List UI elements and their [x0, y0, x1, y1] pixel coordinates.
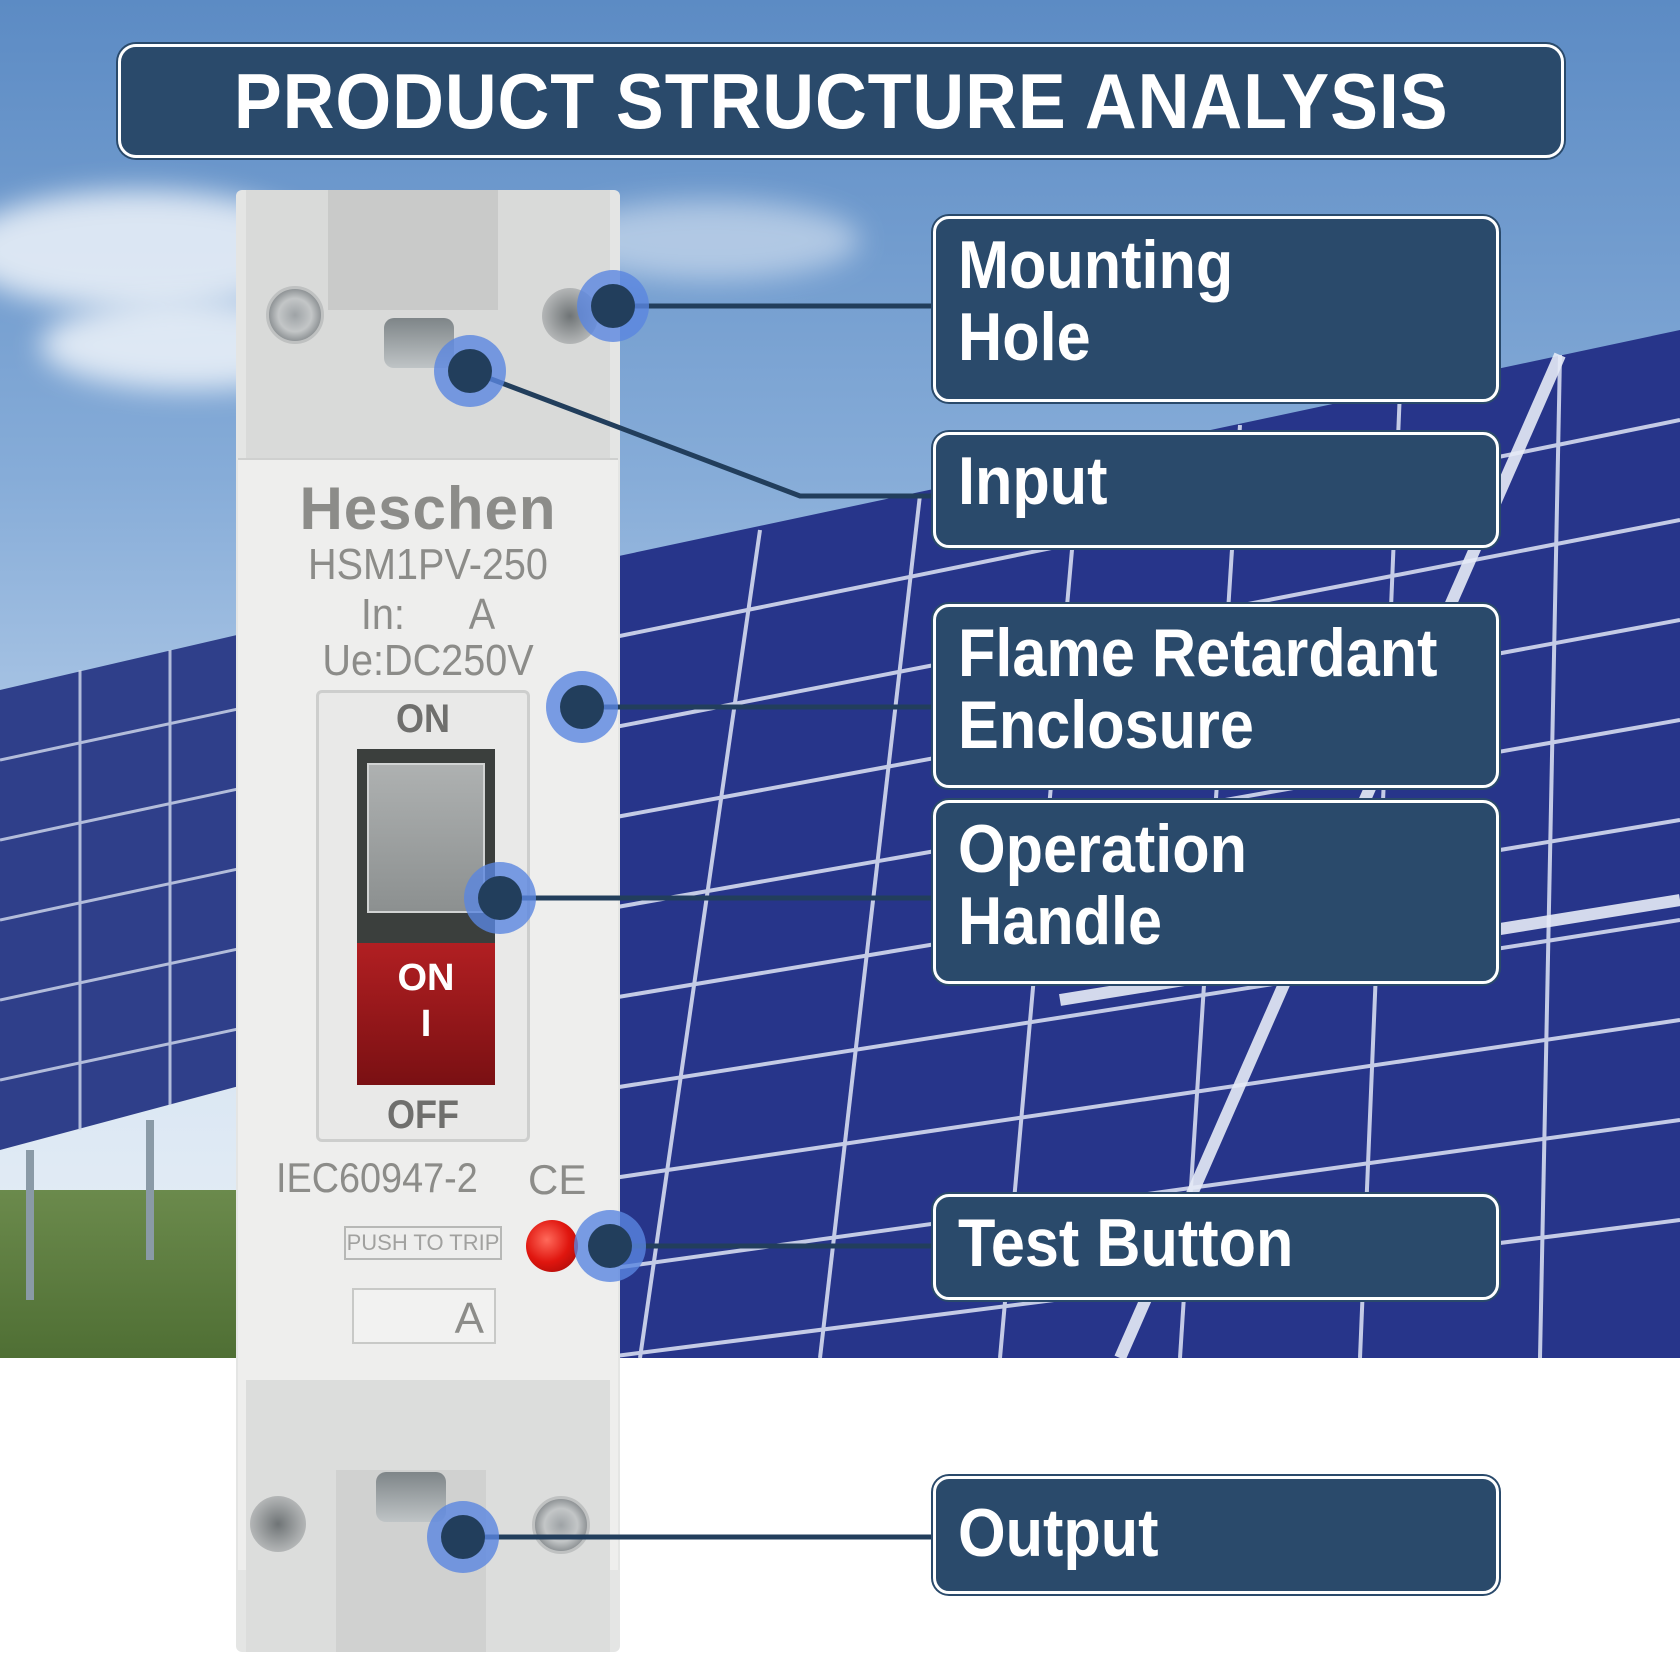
mounting-screw-bottom-right	[532, 1496, 590, 1554]
brand-label: Heschen	[299, 475, 557, 542]
callout-label: Operation Handle	[958, 811, 1248, 959]
ce-mark: CE	[528, 1156, 587, 1203]
callout-mounting-hole: Mounting Hole	[933, 216, 1499, 402]
title-banner: PRODUCT STRUCTURE ANALYSIS	[118, 44, 1564, 158]
handle-on-label: ON	[397, 957, 455, 999]
callout-operation-handle: Operation Handle	[933, 800, 1499, 984]
leader-input	[469, 368, 935, 499]
callout-label: Input	[958, 443, 1108, 519]
marker-input	[434, 335, 506, 407]
top-terminal-slot	[328, 190, 498, 310]
standard-label: IEC60947-2	[276, 1154, 478, 1201]
callout-label: Test Button	[958, 1205, 1294, 1281]
mounting-screw-top-left	[266, 286, 324, 344]
callout-label: Flame Retardant Enclosure	[958, 615, 1438, 763]
test-button[interactable]	[526, 1220, 578, 1272]
model-label: HSM1PV-250	[308, 540, 548, 589]
switch-on-label: ON	[396, 697, 450, 741]
marker-operation-handle	[464, 862, 536, 934]
figure-title: PRODUCT STRUCTURE ANALYSIS	[233, 56, 1449, 145]
operation-handle-indicator: ON I	[357, 943, 495, 1085]
voltage-label: Ue:DC250V	[322, 636, 534, 685]
circuit-breaker: Heschen HSM1PV-250 In: A Ue:DC250V ON ON…	[236, 190, 620, 1652]
mounting-hole-bottom-left	[250, 1496, 306, 1552]
callout-flame-retardant-enclosure: Flame Retardant Enclosure	[933, 604, 1499, 788]
output-terminal-screw	[376, 1472, 446, 1522]
push-to-trip-label: PUSH TO TRIP	[344, 1226, 502, 1260]
callout-test-button: Test Button	[933, 1194, 1499, 1300]
handle-on-symbol: I	[420, 1003, 432, 1045]
switch-off-label: OFF	[387, 1093, 459, 1137]
callout-label: Output	[958, 1495, 1159, 1571]
switch-frame: ON ON I OFF	[316, 690, 530, 1142]
marker-mounting-hole	[577, 270, 649, 342]
operation-handle-lever[interactable]	[367, 763, 485, 913]
marker-output	[427, 1501, 499, 1573]
marker-flame-retardant-enclosure	[546, 671, 618, 743]
callout-output: Output	[933, 1476, 1499, 1594]
current-rating-label: In: A	[360, 590, 496, 639]
rating-box-letter: A	[454, 1294, 484, 1343]
callout-label: Mounting Hole	[958, 227, 1234, 375]
callout-input: Input	[933, 432, 1499, 548]
rating-box: A	[352, 1288, 496, 1344]
marker-test-button	[574, 1210, 646, 1282]
